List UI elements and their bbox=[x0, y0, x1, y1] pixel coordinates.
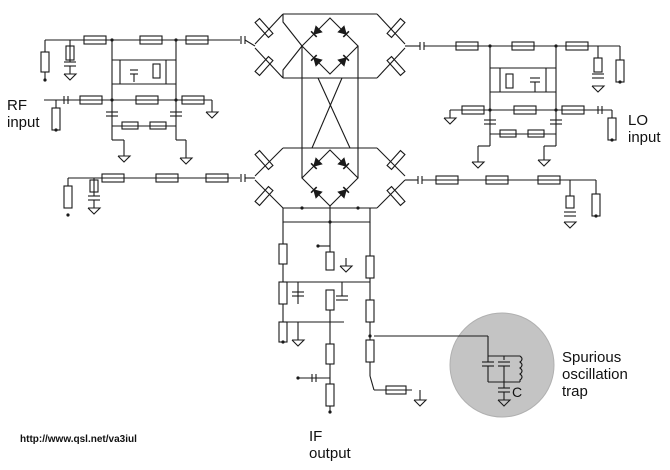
if-label-line1: IF bbox=[309, 428, 323, 445]
rf-input-network bbox=[40, 35, 256, 215]
rf-input-label: RF input bbox=[7, 97, 40, 131]
lo-label-line2: input bbox=[628, 129, 661, 146]
trap-background bbox=[449, 312, 555, 418]
top-diode-ring bbox=[254, 13, 406, 79]
junction-dots bbox=[43, 38, 622, 414]
if-label-line2: output bbox=[309, 445, 351, 462]
trap-label-line1: Spurious bbox=[562, 349, 622, 366]
trap-label: Spurious oscillation trap bbox=[562, 349, 628, 400]
rf-label-line1: RF bbox=[7, 97, 27, 114]
trap-label-line3: trap bbox=[562, 383, 588, 400]
source-url: http://www.qsl.net/va3iul bbox=[20, 434, 137, 445]
ring-interconnect bbox=[282, 46, 371, 223]
lo-input-network bbox=[405, 41, 625, 229]
lo-label-line1: LO bbox=[628, 112, 649, 129]
trap-label-line2: oscillation bbox=[562, 366, 628, 383]
if-output-label: IF output bbox=[309, 428, 351, 462]
rf-label-line2: input bbox=[7, 114, 40, 131]
trap-capacitor-label: C bbox=[512, 384, 523, 400]
trap-circuit bbox=[482, 355, 523, 407]
bottom-diode-ring bbox=[254, 147, 406, 209]
lo-input-label: LO input bbox=[628, 112, 661, 146]
